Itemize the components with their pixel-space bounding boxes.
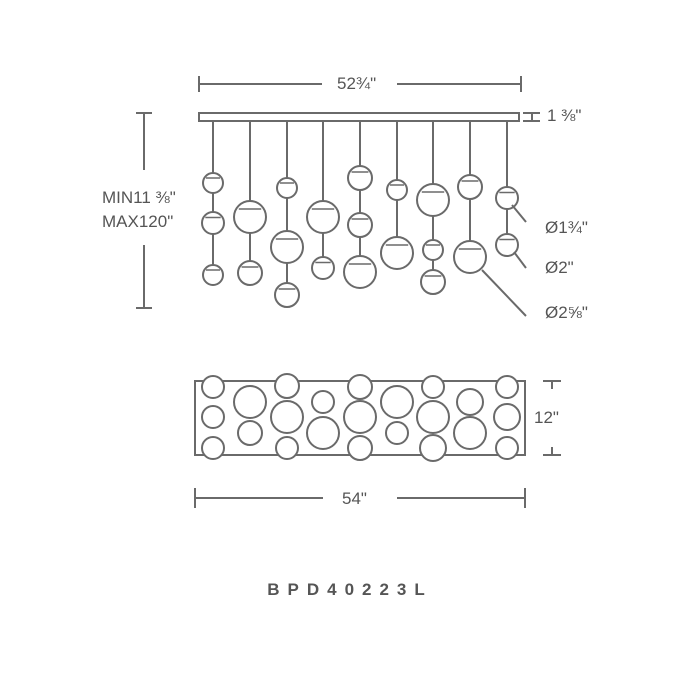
depth-dimension	[543, 380, 561, 456]
globe	[422, 239, 444, 261]
top-view-globe	[275, 436, 299, 460]
globe	[386, 179, 408, 201]
top-view-globe	[347, 435, 373, 461]
top-view-globe	[201, 375, 225, 399]
top-view	[194, 373, 561, 508]
top-view-globe	[416, 400, 450, 434]
top-view-globe	[233, 385, 267, 419]
width-dimension-line	[198, 76, 522, 92]
globe	[457, 174, 483, 200]
top-view-globe	[453, 416, 487, 450]
top-view-globe	[380, 385, 414, 419]
top-view-globe	[201, 436, 225, 460]
top-view-globe	[237, 420, 263, 446]
top-view-globe	[493, 403, 521, 431]
top-width-dimension	[194, 488, 526, 508]
top-view-globe	[343, 400, 377, 434]
top-view-globe	[495, 436, 519, 460]
globe	[453, 240, 487, 274]
globe	[202, 172, 224, 194]
globe	[347, 165, 373, 191]
top-view-globes	[201, 373, 521, 462]
globe	[306, 200, 340, 234]
globe	[416, 183, 450, 217]
canopy-height-dimension	[523, 112, 540, 122]
top-width-label: 54"	[342, 489, 367, 508]
globe	[311, 256, 335, 280]
globe	[274, 282, 300, 308]
globe	[380, 236, 414, 270]
top-view-globe	[306, 416, 340, 450]
globe	[202, 264, 224, 286]
globe-size-medium-label: Ø2"	[545, 258, 574, 277]
depth-label: 12"	[534, 408, 559, 427]
globe-size-small-label: Ø1¾"	[545, 218, 588, 237]
canopy-height-label: 1 ⅜"	[547, 106, 582, 125]
model-number: BPD40223L	[267, 580, 433, 599]
globe	[495, 186, 519, 210]
drop-max-label: MAX120"	[102, 212, 174, 231]
drop-min-label: MIN11 ⅜"	[102, 188, 176, 207]
globe	[343, 255, 377, 289]
top-view-globe	[274, 373, 300, 399]
globe	[276, 177, 298, 199]
top-view-globe	[495, 375, 519, 399]
top-view-globe	[385, 421, 409, 445]
top-view-globe	[421, 375, 445, 399]
top-view-globe	[311, 390, 335, 414]
top-view-globe	[419, 434, 447, 462]
side-view	[136, 76, 540, 317]
globe	[233, 200, 267, 234]
canopy-width-label: 52¾"	[337, 74, 377, 93]
globe	[201, 211, 225, 235]
globe-leaders	[481, 204, 527, 317]
globe	[237, 260, 263, 286]
globe-size-large-label: Ø2⅝"	[545, 303, 588, 322]
pendants	[201, 121, 519, 308]
canopy	[198, 112, 520, 122]
globe	[270, 230, 304, 264]
top-view-globe	[456, 388, 484, 416]
top-view-globe	[270, 400, 304, 434]
top-view-globe	[347, 374, 373, 400]
drop-dimension	[136, 112, 152, 309]
top-view-globe	[201, 405, 225, 429]
globe	[420, 269, 446, 295]
globe	[347, 212, 373, 238]
